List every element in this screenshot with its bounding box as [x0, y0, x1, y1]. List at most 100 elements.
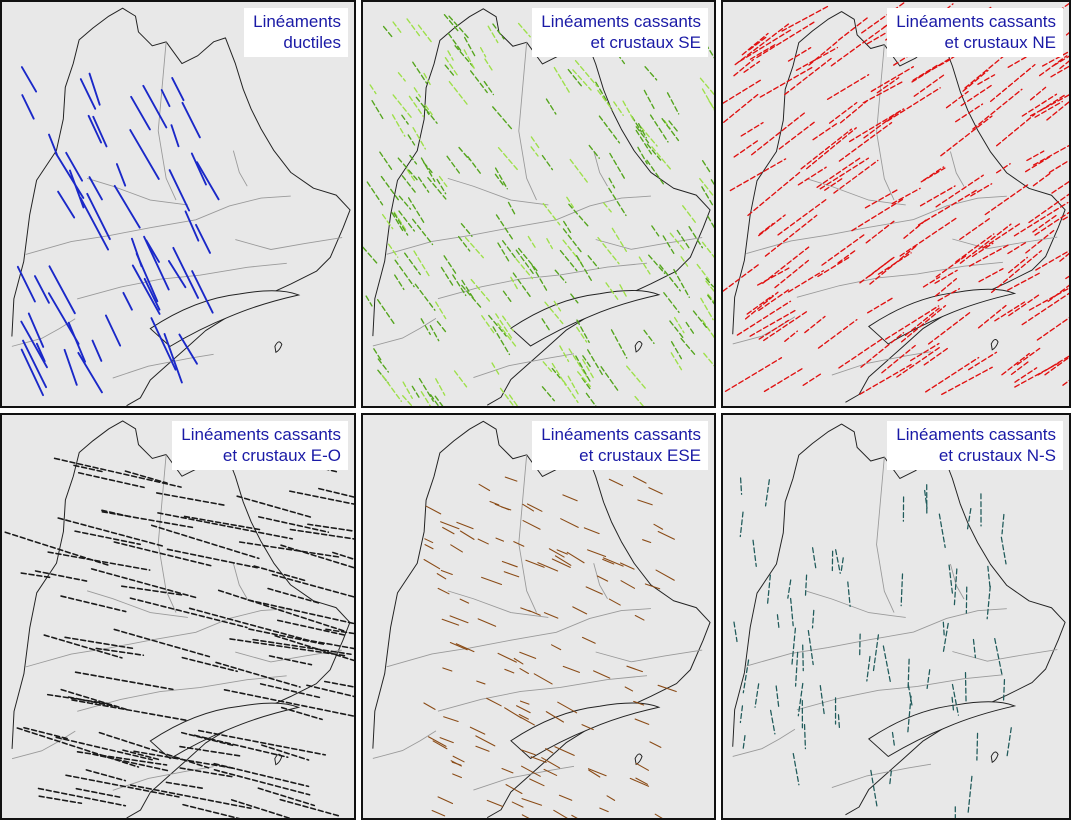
lineament [940, 115, 993, 157]
lineament [599, 807, 609, 813]
lineament [588, 769, 601, 778]
lineament [777, 198, 828, 236]
lineament [373, 348, 383, 362]
lineament [900, 304, 947, 343]
map-ne [723, 2, 1069, 403]
lineament [1025, 229, 1055, 254]
lineament [440, 521, 460, 530]
lineament [1059, 252, 1069, 262]
lineament [663, 292, 680, 314]
lineament [381, 213, 394, 230]
lineament [443, 14, 461, 34]
lineament [484, 58, 495, 73]
label-line-1: Linéaments cassants [896, 425, 1056, 444]
lineament [551, 367, 561, 379]
lineament [213, 769, 311, 796]
lineament [922, 276, 941, 288]
lineament [464, 236, 484, 259]
lineament [859, 363, 914, 395]
lineament [582, 355, 592, 368]
lineament [88, 176, 103, 201]
panel-label-se: Linéaments cassants et crustaux SE [532, 8, 708, 57]
lineament [398, 210, 416, 232]
lineament [412, 61, 428, 84]
lineament [467, 156, 481, 174]
lineament [418, 377, 434, 402]
lineament [551, 362, 567, 386]
lineament [95, 647, 145, 657]
lineament [587, 255, 600, 269]
lineament [494, 503, 510, 511]
lineament [423, 558, 441, 570]
lineament [182, 803, 241, 818]
lineament [516, 705, 531, 714]
lineament [521, 814, 530, 818]
lineament [469, 70, 488, 94]
lineament [541, 386, 555, 402]
lineament [423, 702, 436, 710]
region-boundary [595, 649, 703, 663]
lineament [325, 628, 354, 635]
lineament [527, 235, 536, 248]
lineament [733, 58, 755, 77]
lineament [797, 682, 804, 717]
lineament [870, 769, 878, 809]
lineament [608, 598, 621, 606]
lineament [927, 312, 971, 345]
lineament [764, 479, 770, 507]
lineament [92, 753, 171, 772]
lineament [787, 47, 812, 62]
lineament [451, 761, 462, 766]
lineament [960, 84, 993, 107]
lineament [439, 737, 454, 744]
lineament [654, 813, 663, 818]
lineament [248, 628, 325, 645]
lineament [1046, 101, 1069, 121]
lineament [739, 511, 744, 538]
region-boundary [386, 608, 651, 668]
lineament [193, 734, 289, 759]
lineament [802, 644, 804, 672]
island [634, 753, 643, 766]
lineament [163, 333, 183, 384]
lineament [1032, 171, 1052, 187]
lineament [860, 332, 905, 368]
lineament [763, 368, 803, 393]
lineament [954, 103, 984, 123]
lineament [787, 579, 792, 599]
lineament [447, 32, 462, 52]
lineament [571, 814, 578, 818]
lineament [835, 549, 841, 574]
lineament [365, 295, 373, 307]
lineament [569, 158, 588, 183]
lineament [766, 574, 771, 606]
lineament [37, 787, 127, 807]
lineament [545, 711, 564, 723]
lineament [808, 40, 839, 66]
region-boundary [831, 763, 932, 788]
lineament [662, 235, 675, 254]
lineament [996, 113, 1036, 147]
lineament [790, 597, 794, 627]
lineament [866, 31, 889, 45]
lineament [505, 784, 523, 795]
lineament [941, 366, 993, 396]
lineament [990, 250, 1042, 294]
lineament [566, 196, 574, 208]
lineament [223, 689, 354, 717]
lineament [113, 184, 141, 229]
lineament [143, 277, 161, 311]
lineament [276, 619, 347, 637]
lineament [530, 136, 540, 150]
lineament [629, 777, 650, 787]
lineament [620, 580, 636, 589]
lineament [427, 176, 447, 200]
lineament [651, 146, 673, 172]
lineament [881, 344, 916, 374]
lineament [437, 796, 454, 805]
lineament [393, 212, 409, 236]
region-boundary [518, 454, 537, 613]
lineament [567, 68, 583, 88]
lineament [821, 233, 865, 266]
region-boundary [876, 44, 895, 201]
